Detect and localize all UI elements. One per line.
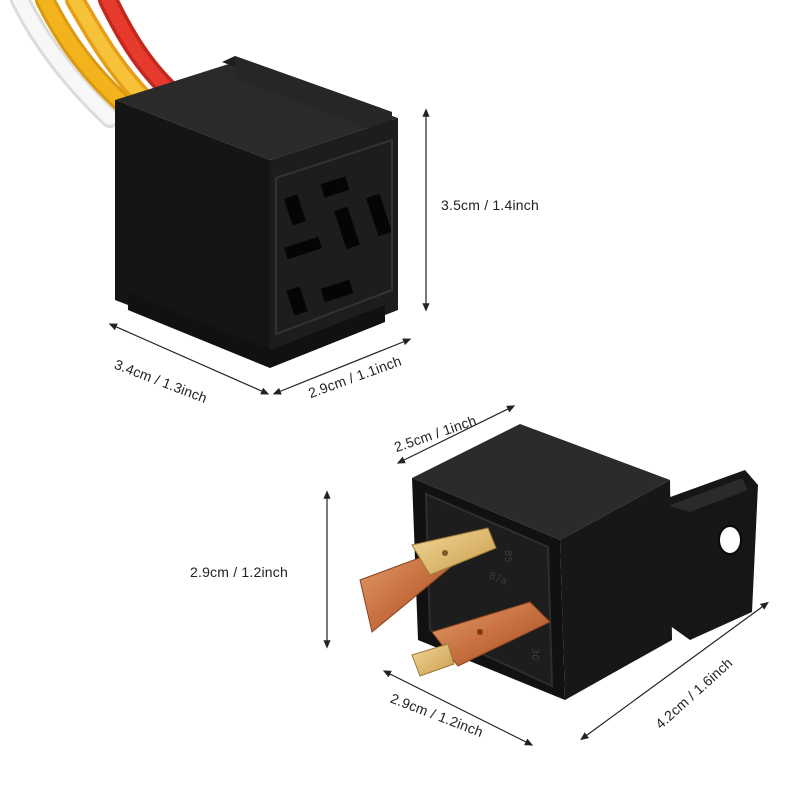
relay-terminals <box>359 527 551 677</box>
automotive-relay: 85 87a 30 <box>359 424 758 700</box>
socket-width-line <box>272 338 412 395</box>
socket-wires <box>10 0 190 128</box>
relay-height-label: 2.9cm / 1.2inch <box>190 564 288 580</box>
socket-depth-line <box>108 323 270 395</box>
socket-height-label: 3.5cm / 1.4inch <box>441 197 539 213</box>
relay-width-line <box>382 670 534 746</box>
svg-text:30: 30 <box>529 648 540 661</box>
svg-text:85: 85 <box>502 550 513 563</box>
relay-depth-line <box>580 601 769 741</box>
relay-socket <box>10 0 398 368</box>
relay-top-line <box>396 405 516 464</box>
